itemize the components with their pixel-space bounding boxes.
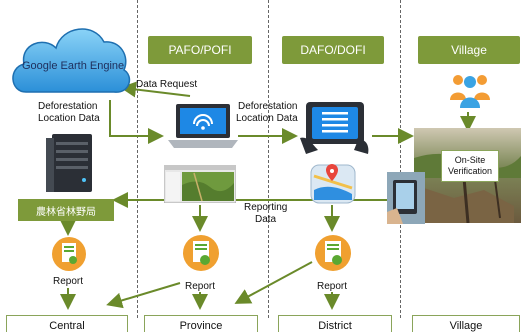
label-deforestation-mid-1: Deforestation	[238, 101, 298, 112]
label-deforestation-mid-2: Location Data	[236, 113, 298, 124]
people-icon	[450, 75, 490, 108]
report-icon-central	[52, 237, 86, 271]
column-divider-district-village	[400, 0, 401, 318]
tablet-icon	[300, 102, 369, 154]
tablet-in-field-photo	[387, 172, 425, 224]
column-divider-central-province	[137, 0, 138, 318]
column-divider-province-district	[268, 0, 269, 318]
footer-district: District	[278, 315, 392, 332]
arrow-province-report-to-central	[106, 282, 181, 309]
server-icon	[46, 134, 92, 192]
cloud-icon	[12, 28, 131, 93]
onsite-verification-box	[441, 150, 499, 182]
label-report-province: Report	[185, 281, 216, 292]
onsite-label-line1: On-Site	[454, 155, 486, 165]
label-report-district: Report	[317, 281, 348, 292]
label-deforestation-left-2: Location Data	[38, 113, 100, 124]
onsite-label-line2: Verification	[447, 166, 493, 176]
map-screenshot-image	[164, 165, 236, 203]
cloud-label: Google Earth Engine	[22, 60, 125, 72]
header-district: DAFO/DOFI	[282, 36, 384, 64]
header-province: PAFO/POFI	[148, 36, 252, 64]
label-deforestation-left-1: Deforestation	[38, 101, 98, 112]
arrow-district-report-to-province	[234, 261, 313, 304]
footer-province: Province	[144, 315, 258, 332]
header-village: Village	[418, 36, 520, 64]
laptop-icon	[168, 104, 238, 148]
label-reporting-2: Data	[255, 214, 277, 225]
central-agency-box: 農林省林野局	[18, 199, 114, 221]
arrow-data-request	[120, 81, 191, 98]
label-data-request: Data Request	[136, 79, 198, 90]
label-reporting-1: Reporting	[244, 202, 288, 213]
map-app-icon	[310, 164, 356, 204]
report-icon-province	[183, 235, 219, 271]
footer-central: Central	[6, 315, 128, 332]
label-report-central: Report	[53, 276, 84, 287]
footer-village: Village	[412, 315, 520, 332]
arrow-deforestation-to-province	[109, 100, 164, 144]
report-icon-district	[315, 235, 351, 271]
